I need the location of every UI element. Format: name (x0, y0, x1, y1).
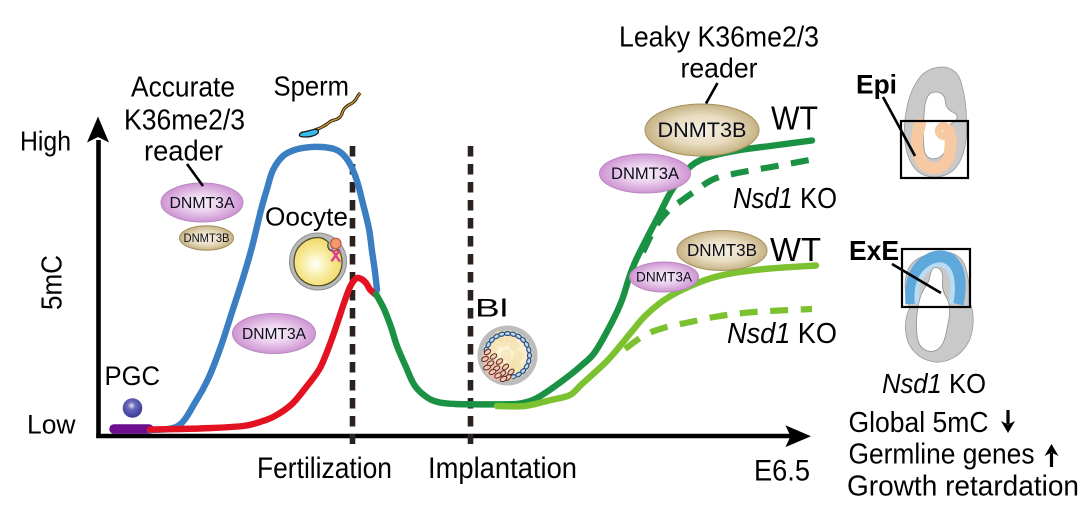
svg-text:Sperm: Sperm (274, 71, 350, 102)
svg-text:KO: KO (949, 368, 986, 399)
svg-text:E6.5: E6.5 (754, 455, 810, 488)
svg-text:Nsd1: Nsd1 (727, 318, 790, 350)
svg-text:WT: WT (770, 231, 821, 268)
svg-text:Fertilization: Fertilization (257, 452, 392, 485)
svg-text:5mC: 5mC (37, 255, 69, 310)
svg-text:Low: Low (27, 410, 76, 440)
svg-text:DNMT3B: DNMT3B (184, 233, 230, 245)
svg-text:Growth retardation: Growth retardation (847, 471, 1079, 503)
svg-text:KO: KO (800, 183, 837, 215)
svg-text:PGC: PGC (105, 361, 161, 391)
svg-text:DNMT3A: DNMT3A (611, 165, 679, 183)
svg-text:Oocyte: Oocyte (265, 202, 348, 232)
svg-text:Nsd1: Nsd1 (882, 368, 942, 399)
svg-text:Leaky K36me2/3: Leaky K36me2/3 (619, 22, 819, 54)
svg-text:DNMT3B: DNMT3B (658, 119, 747, 142)
svg-text:DNMT3A: DNMT3A (242, 326, 307, 343)
svg-text:DNMT3B: DNMT3B (687, 240, 757, 260)
svg-text:DNMT3A: DNMT3A (636, 270, 692, 285)
svg-text:High: High (20, 126, 71, 157)
svg-text:Nsd1: Nsd1 (733, 183, 793, 215)
svg-text:reader: reader (144, 136, 223, 168)
svg-text:Accurate: Accurate (131, 72, 235, 104)
svg-text:Global 5mC: Global 5mC (849, 407, 989, 439)
svg-text:ExE: ExE (849, 235, 899, 266)
svg-text:K36me2/3: K36me2/3 (124, 105, 245, 137)
svg-text:DNMT3A: DNMT3A (170, 195, 236, 212)
svg-text:reader: reader (681, 53, 758, 84)
svg-text:Germline genes: Germline genes (849, 438, 1035, 470)
svg-text:Epi: Epi (856, 70, 897, 100)
svg-text:Implantation: Implantation (428, 452, 577, 485)
svg-text:WT: WT (771, 100, 818, 137)
svg-text:KO: KO (798, 318, 837, 350)
svg-text:Bl: Bl (475, 295, 508, 323)
